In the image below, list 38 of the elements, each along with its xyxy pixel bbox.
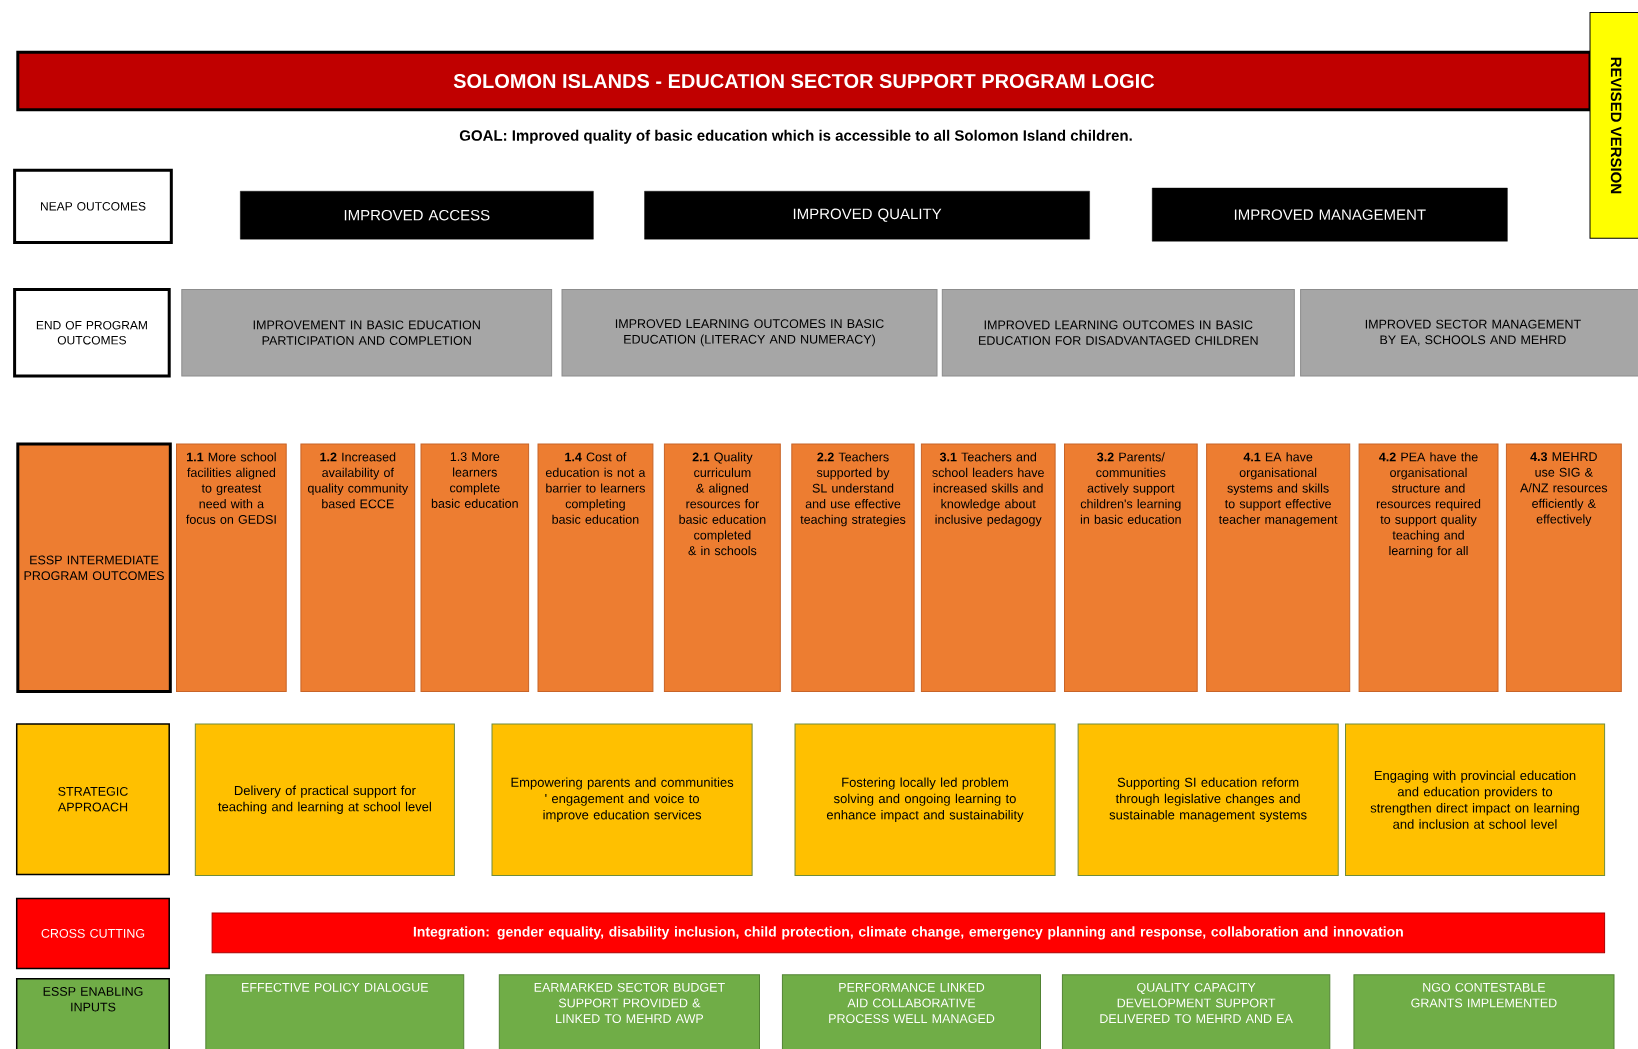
- outcome-box: 3.1 Teachers and school leaders have increased skills and knowledge about inclusive pedagogy: [920, 443, 1056, 693]
- outcome-box: IMPROVED QUALITY: [644, 191, 1090, 240]
- outcome-box: 1.3 More learners complete basic education: [420, 443, 530, 693]
- outcome-box: IMPROVED SECTOR MANAGEMENT BY EA, SCHOOLS AND MEHRD: [1300, 288, 1638, 377]
- outcome-box: 4.1 EA have organisational systems and skills to support effective teacher management: [1206, 443, 1351, 693]
- row-header: END OF PROGRAM OUTCOMES: [13, 287, 171, 378]
- outcome-box: 1.2 Increased availability of quality community based ECCE: [300, 443, 416, 693]
- outcome-box: IMPROVED ACCESS: [240, 191, 594, 240]
- approach-box: Engaging with provincial education and education providers to strengthen direct impact on learning and inclusion at school level: [1345, 723, 1606, 876]
- outcome-box: 2.2 Teachers supported by SL understand and use effective teaching strategies: [791, 443, 915, 693]
- row-header: ESSP INTERMEDIATE PROGRAM OUTCOMES: [16, 442, 172, 694]
- input-box: PERFORMANCE LINKED AID COLLABORATIVE PROCESS WELL MANAGED: [781, 974, 1041, 1049]
- approach-box: Supporting SI education reform through legislative changes and sustainable management systems: [1077, 723, 1339, 876]
- outcome-box: 1.4 Cost of education is not a barrier to learners completing basic education: [537, 443, 654, 693]
- outcome-box: IMPROVEMENT IN BASIC EDUCATION PARTICIPATION AND COMPLETION: [181, 288, 553, 377]
- cross-cutting-bar: Integration: gender equality, disability inclusion, child protection, climate change, emergency planning and response, collaboration and innovation: [211, 912, 1606, 954]
- outcome-box: IMPROVED LEARNING OUTCOMES IN BASIC EDUCATION FOR DISADVANTAGED CHILDREN: [941, 288, 1295, 377]
- goal-statement: GOAL: Improved quality of basic education which is accessible to all Solomon Island children.: [459, 129, 1132, 144]
- row-header: STRATEGIC APPROACH: [15, 723, 170, 876]
- outcome-box: IMPROVED MANAGEMENT: [1152, 187, 1508, 242]
- row-header: CROSS CUTTING: [15, 897, 170, 970]
- revised-version-tag: REVISED VERSION: [1589, 12, 1638, 239]
- outcome-box: 3.2 Parents/ communities actively support children's learning in basic education: [1064, 443, 1198, 693]
- outcome-box: 1.1 More school facilities aligned to greatest need with a focus on GEDSI: [176, 443, 287, 693]
- outcome-box: 4.2 PEA have the organisational structure and resources required to support quality teaching and learning for all: [1358, 443, 1499, 693]
- approach-box: Empowering parents and communities ' engagement and voice to improve education services: [491, 723, 753, 876]
- outcome-box: 4.3 MEHRD use SIG & A/NZ resources efficiently & effectively: [1505, 443, 1622, 693]
- title-bar: SOLOMON ISLANDS - EDUCATION SECTOR SUPPORT PROGRAM LOGIC: [16, 50, 1592, 112]
- approach-box: Fostering locally led problem solving and ongoing learning to enhance impact and sustainability: [794, 723, 1056, 876]
- input-box: QUALITY CAPACITY DEVELOPMENT SUPPORT DELIVERED TO MEHRD AND EA: [1061, 974, 1331, 1049]
- row-header: NEAP OUTCOMES: [13, 168, 173, 244]
- approach-box: Delivery of practical support for teaching and learning at school level: [194, 723, 455, 876]
- outcome-box: 2.1 Quality curriculum & aligned resources for basic education completed & in schools: [663, 443, 781, 693]
- input-box: EARMARKED SECTOR BUDGET SUPPORT PROVIDED & LINKED TO MEHRD AWP: [498, 974, 760, 1049]
- outcome-box: IMPROVED LEARNING OUTCOMES IN BASIC EDUCATION (LITERACY AND NUMERACY): [561, 288, 938, 377]
- row-header: ESSP ENABLING INPUTS: [15, 978, 170, 1049]
- input-box: EFFECTIVE POLICY DIALOGUE: [205, 974, 465, 1049]
- input-box: NGO CONTESTABLE GRANTS IMPLEMENTED: [1353, 974, 1615, 1049]
